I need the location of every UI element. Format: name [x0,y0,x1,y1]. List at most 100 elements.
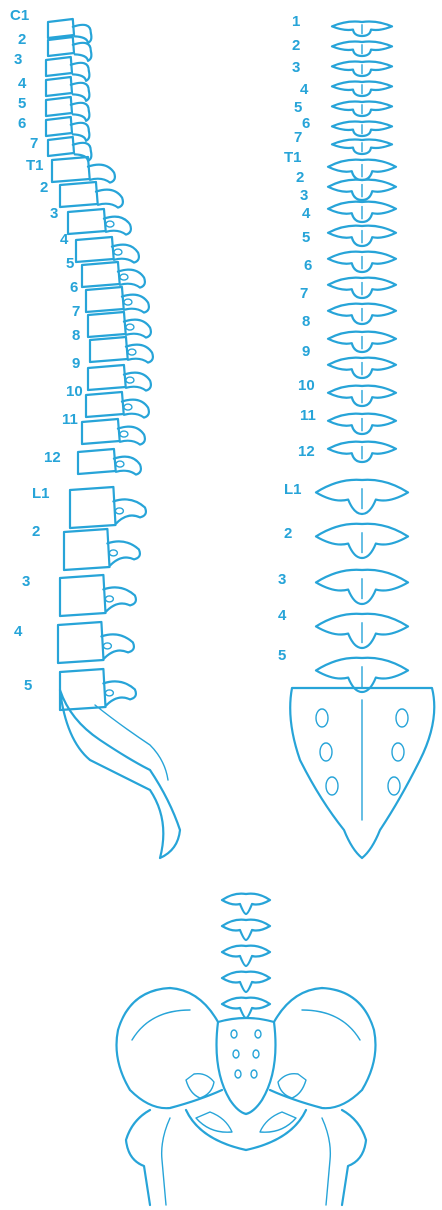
foramen [116,461,124,467]
foramen [128,349,136,355]
left-iliac-crest [132,1010,190,1040]
posterior-vertebra-labels: 1234567T123456789101112L12345 [278,13,316,664]
posterior-label: 2 [296,169,304,186]
posterior-label: 3 [278,571,286,588]
right-iliac-crest [302,1010,360,1040]
posterior-vertebra [328,160,396,180]
posterior-vertebra [332,140,392,154]
foramen [126,377,134,383]
left-femur-inner [162,1118,170,1205]
lateral-vertebra [90,337,153,363]
posterior-label: 3 [300,187,308,204]
lateral-vertebra [52,157,115,183]
posterior-label: 11 [300,407,316,424]
spinous-process [104,217,131,235]
lateral-label: 5 [66,255,74,272]
spinous-process [126,345,153,363]
posterior-label: 4 [278,607,287,624]
posterior-vertebra [316,658,408,692]
posterior-vertebra [332,62,392,76]
posterior-vertebra [328,304,396,324]
posterior-label: 9 [302,343,310,360]
sacral-foramen [396,709,408,727]
spinous-process [73,25,92,43]
lateral-vertebra [68,209,131,235]
foramen [114,249,122,255]
lateral-label: L1 [32,485,50,502]
vertebra-outline [222,894,270,914]
posterior-vertebra [328,226,396,246]
posterior-label: 5 [278,647,286,664]
posterior-vertebra [332,102,392,116]
foramen [124,404,132,410]
sacral-foramen [233,1050,239,1058]
spinous-process [118,270,145,288]
lateral-spine-view [46,19,180,858]
posterior-spine-view [290,22,434,858]
vertebra-body [48,37,74,56]
posterior-vertebra [332,82,392,96]
lateral-label: 7 [30,135,38,152]
vertebra-body [82,262,120,287]
lateral-vertebra [88,312,151,338]
left-femur [126,1110,150,1205]
posterior-label: 2 [284,525,292,542]
lateral-vertebra [82,419,145,445]
foramen [120,431,128,437]
vertebra-body [46,117,72,136]
lateral-label: 2 [40,179,48,196]
vertebra-outline [222,972,270,992]
vertebra-body [88,312,126,337]
spinous-process [71,63,90,81]
lateral-label: C1 [10,7,29,24]
vertebra-outline [222,998,270,1018]
lateral-label: 2 [18,31,26,48]
right-femur-inner [322,1118,330,1205]
pelvis-lumbar-vertebra [222,894,270,914]
lateral-label: 8 [72,327,80,344]
sacral-foramen [251,1070,257,1078]
lateral-label: 2 [32,523,40,540]
lateral-label: 5 [18,95,26,112]
lateral-label: 3 [22,573,30,590]
posterior-vertebra [328,442,396,462]
posterior-label: 4 [302,205,311,222]
posterior-label: 5 [294,99,302,116]
spinous-process [118,427,145,445]
posterior-label: L1 [284,481,302,498]
vertebra-body [86,392,124,417]
posterior-label: T1 [284,149,302,166]
vertebra-body [48,19,74,38]
posterior-vertebra [316,480,408,514]
vertebra-body [60,182,98,207]
posterior-vertebra [328,278,396,298]
lateral-label: 4 [60,231,69,248]
lateral-vertebra [64,529,140,570]
spinous-process [96,190,123,208]
foramen [106,221,114,227]
posterior-label: 6 [304,257,312,274]
posterior-label: 10 [298,377,315,394]
foramen [120,274,128,280]
posterior-label: 3 [292,59,300,76]
posterior-vertebra [328,202,396,222]
spinous-process [71,103,90,121]
vertebra-body [88,365,126,390]
foramen [105,596,113,602]
lateral-label: T1 [26,157,44,174]
foramen [126,324,134,330]
spinous-process [112,245,139,263]
vertebra-body [86,287,124,312]
foramen [105,690,113,696]
posterior-vertebra [328,252,396,272]
left-ilium [117,988,223,1108]
lateral-vertebra [76,237,139,263]
lateral-sacrum [60,690,180,858]
pelvis-view [117,894,376,1205]
pelvis-lumbar-vertebra [222,972,270,992]
sacral-foramen [255,1030,261,1038]
lateral-vertebra [58,622,134,663]
posterior-vertebra [332,22,392,36]
posterior-vertebra [332,122,392,136]
